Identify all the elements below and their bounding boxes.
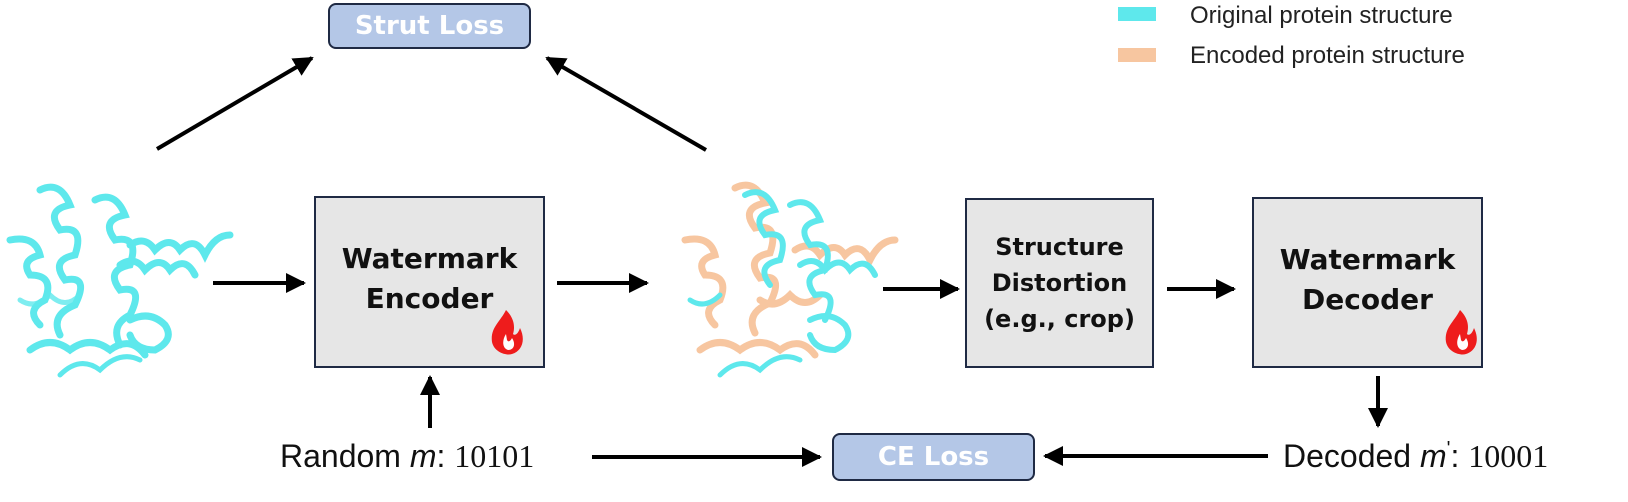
watermark-decoder-box: Watermark Decoder <box>1252 197 1483 368</box>
arrow-original-to-strut-loss <box>155 56 314 151</box>
structure-distortion-box: Structure Distortion (e.g., crop) <box>965 198 1154 368</box>
flame-icon <box>1445 310 1477 355</box>
strut-loss-box: Strut Loss <box>328 3 531 49</box>
original-protein-image <box>6 183 234 378</box>
decoded-message-text: Decoded m': 10001 <box>1283 438 1549 474</box>
ce-loss-box: CE Loss <box>832 433 1035 481</box>
arrow-encoded-to-strut-loss <box>545 56 708 152</box>
encoded-protein-image <box>681 181 899 378</box>
legend-original-swatch <box>1118 7 1156 21</box>
structure-distortion-label: Structure Distortion (e.g., crop) <box>984 233 1135 333</box>
watermark-decoder-label: Watermark Decoder <box>1279 242 1456 316</box>
ce-loss-label: CE Loss <box>877 442 990 472</box>
strut-loss-label: Strut Loss <box>354 11 505 41</box>
random-message-text: Random m: 10101 <box>280 438 535 474</box>
legend-encoded-label: Encoded protein structure <box>1190 42 1465 69</box>
legend-encoded-swatch <box>1118 48 1156 62</box>
flame-icon <box>491 310 523 355</box>
legend-original-label: Original protein structure <box>1190 2 1453 29</box>
watermark-encoder-label: Watermark Encoder <box>341 242 518 315</box>
